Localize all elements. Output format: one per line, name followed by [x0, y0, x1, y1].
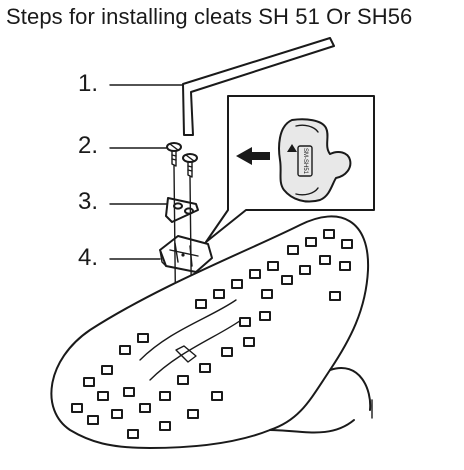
leader-lines: [109, 84, 185, 260]
screw-icon: [166, 142, 182, 167]
shoe-icon: [50, 215, 373, 449]
step-1-label: 1.: [78, 70, 99, 97]
washer-plate-icon: [165, 197, 199, 223]
cleat-icon: [159, 235, 213, 273]
screw-icon: [182, 153, 198, 178]
step-2-label: 2.: [78, 132, 99, 159]
tread-pattern: [71, 229, 353, 439]
inset-cleat-icon: [278, 118, 352, 203]
inset-cleat-marking: SM-SH51: [302, 148, 308, 175]
step-4-label: 4.: [78, 244, 99, 271]
hex-key-icon: [182, 37, 335, 136]
page-title: Steps for installing cleats SH 51 Or SH5…: [6, 4, 413, 29]
detail-inset: SM-SH51: [205, 95, 375, 243]
step-3-label: 3.: [78, 188, 99, 215]
arrow-left-icon: [236, 147, 270, 165]
